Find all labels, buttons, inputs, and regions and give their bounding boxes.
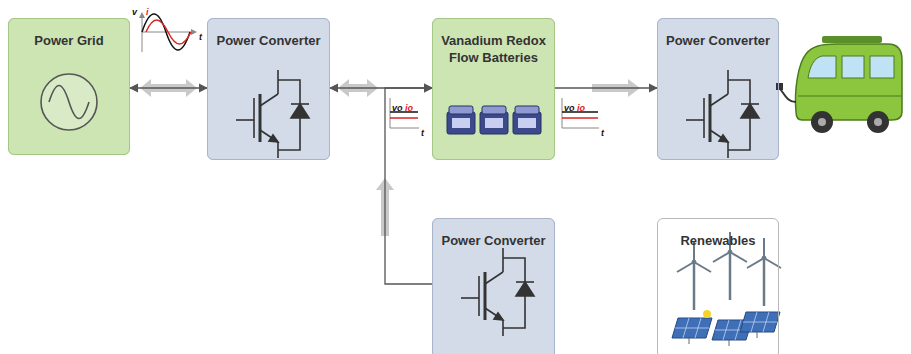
axis-label-holder: vo [392, 97, 403, 115]
axis-label-holder: t [199, 26, 202, 44]
block-box: Power Converter [657, 18, 779, 160]
flow-arrow [140, 79, 640, 236]
block-title: Power Converter [433, 219, 554, 250]
block-box: Power Grid [8, 18, 130, 155]
box-fill [657, 18, 779, 160]
axis-label: io [577, 103, 585, 113]
axis-label-holder: i [146, 1, 149, 19]
axis-label-holder: vo [564, 97, 575, 115]
block-title: Renewables [658, 219, 778, 250]
box-fills [8, 18, 779, 354]
axis-label-holder: io [405, 97, 413, 115]
block-title: Power Converter [208, 19, 329, 50]
box-fill [207, 18, 330, 160]
grid-sine [49, 86, 89, 119]
box-fill [8, 18, 130, 155]
axis-label-holder: t [601, 122, 604, 140]
axis-label: t [421, 128, 424, 138]
power-connector [130, 87, 207, 88]
block-box: Power Converter [432, 218, 555, 354]
power-connector [385, 88, 432, 284]
block-box: Vanadium Redox Flow Batteries [432, 18, 555, 160]
block-box: Power Converter [207, 18, 330, 160]
block-title: Vanadium Redox Flow Batteries [433, 19, 554, 67]
axis-label: i [146, 7, 149, 17]
axis-label: t [601, 128, 604, 138]
power-connector [555, 87, 657, 88]
axis-label: vo [564, 103, 575, 113]
axis-label: io [405, 103, 413, 113]
axis-label: v [132, 7, 137, 17]
block-title: Power Grid [9, 19, 129, 50]
dc-waveform [390, 98, 599, 128]
grid-symbol [41, 74, 97, 130]
box-fill [432, 218, 555, 354]
axis-label-holder: v [132, 1, 137, 19]
axis-label-holder: io [577, 97, 585, 115]
sun [703, 310, 711, 318]
box-fill [657, 218, 779, 354]
box-fill [432, 18, 555, 160]
block-box: Renewables [657, 218, 779, 354]
axis-label-holder: t [421, 122, 424, 140]
axis-label: t [199, 32, 202, 42]
ac-waveform [139, 12, 197, 52]
block-title: Power Converter [658, 19, 778, 50]
axis-label: vo [392, 103, 403, 113]
electric-vehicle [776, 36, 902, 133]
